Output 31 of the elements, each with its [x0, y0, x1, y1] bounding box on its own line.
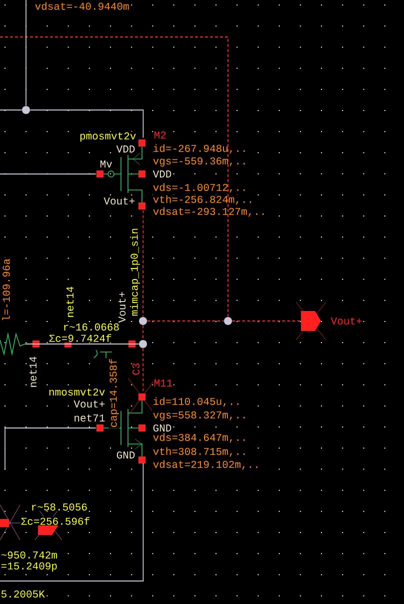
wire: [146, 320, 224, 322]
wire: [4, 428, 96, 470]
junction-dot: [139, 340, 147, 348]
parameter-text: id=110.045u,..: [152, 396, 242, 408]
net-label: l=-109.96a: [2, 258, 10, 322]
resistor-symbol: [0, 332, 26, 356]
wire: [142, 324, 144, 340]
parameter-text: id=-267.948u,..: [152, 144, 248, 154]
net-label: mimcap_1p0_sin: [130, 227, 140, 317]
wire: [0, 36, 228, 318]
parameter-text: vdsat=-293.127m,..: [152, 206, 267, 218]
wire: [142, 348, 144, 394]
parameter-text: vds=384.647m,..: [152, 432, 248, 444]
net-label: Σc=9.7424f: [48, 334, 112, 342]
junction-dot: [22, 106, 30, 114]
parameter-text: vds=-1.00712,..: [152, 182, 248, 194]
wire: [142, 210, 144, 318]
parameter-text: vdsat=219.102m,..: [152, 460, 261, 470]
net-label: Σc=256.596f: [20, 516, 91, 526]
net-label: vdsat=-40.9440m: [34, 2, 130, 10]
junction-dot: [139, 317, 147, 325]
wire: [232, 320, 302, 322]
parameter-text: vth=-256.824m,..: [152, 194, 254, 206]
net-label: cap=14.358f: [108, 358, 120, 428]
wire: [0, 462, 144, 582]
parameter-text: vth=308.715m,..: [152, 446, 248, 458]
parameter-text: vgs=558.327m,..: [152, 410, 248, 422]
parameter-text: vgs=-559.36m,..: [152, 156, 248, 168]
wire: [30, 110, 144, 138]
net-label: =15.2409p: [0, 562, 58, 572]
junction-dot: [224, 317, 232, 325]
